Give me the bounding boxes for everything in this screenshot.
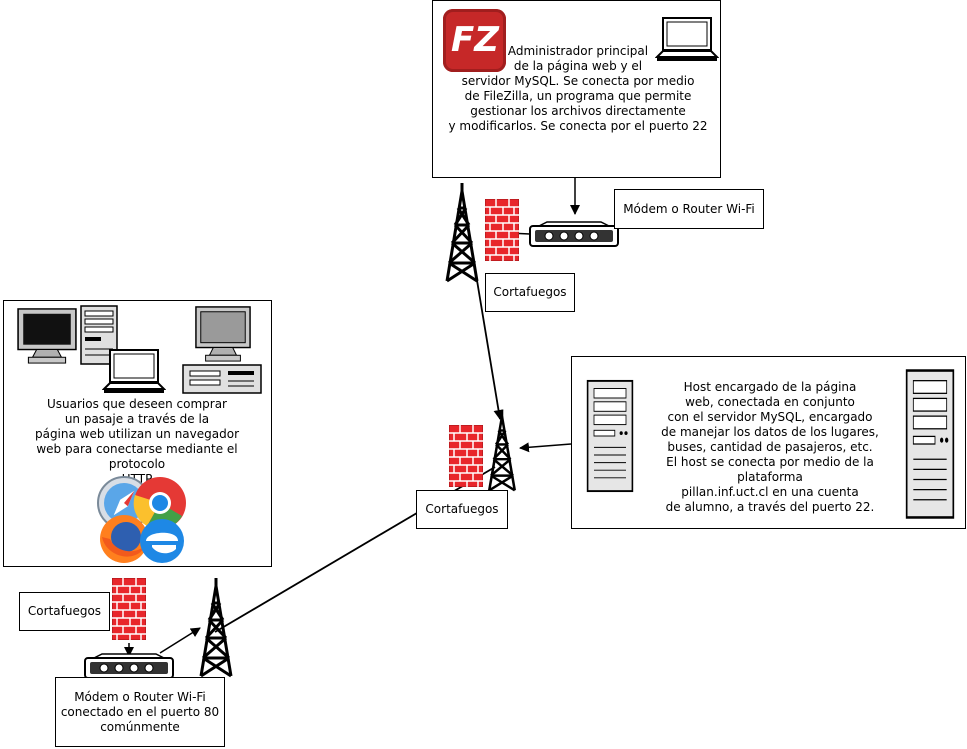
browser-logos-icon <box>96 473 186 565</box>
antenna-tower-bottom-icon <box>196 578 236 678</box>
admin-description: Administrador principal de la página web… <box>448 44 708 133</box>
svg-text:FZ: FZ <box>451 20 500 60</box>
firewall-middle-icon <box>449 425 483 487</box>
filezilla-logo-icon: FZ <box>443 9 506 72</box>
server-tower-icon <box>905 368 955 520</box>
link-host-to-middle-tower <box>519 442 572 453</box>
antenna-tower-middle-icon <box>485 410 519 492</box>
desktop-monitor-icon <box>16 307 78 365</box>
modem-bottom-label: Módem o Router Wi-Fi conectado en el pue… <box>55 677 225 747</box>
desktop-workstation-icon <box>182 305 262 395</box>
firewall-middle-label: Cortafuegos <box>416 490 508 529</box>
users-description: Usuarios que deseen comprar un pasaje a … <box>34 397 240 486</box>
laptop-icon <box>102 349 166 395</box>
host-description: Host encargado de la página web, conecta… <box>661 380 879 514</box>
firewall-bottom-label: Cortafuegos <box>19 592 110 631</box>
firewall-bottom-icon <box>112 578 146 640</box>
firewall-top-icon <box>485 199 519 261</box>
firewall-top-label: Cortafuegos <box>485 273 575 312</box>
host-box: Host encargado de la página web, conecta… <box>571 356 966 529</box>
modem-top-icon <box>529 220 619 248</box>
antenna-tower-top-icon <box>442 183 482 283</box>
users-box: Usuarios que deseen comprar un pasaje a … <box>3 300 272 567</box>
admin-box: FZ Administrador principal de la página … <box>432 0 721 178</box>
link-bottom-modem-to-tower <box>159 627 201 654</box>
modem-bottom-icon <box>84 652 174 680</box>
server-icon <box>586 379 634 493</box>
modem-top-label: Módem o Router Wi-Fi <box>614 189 764 229</box>
